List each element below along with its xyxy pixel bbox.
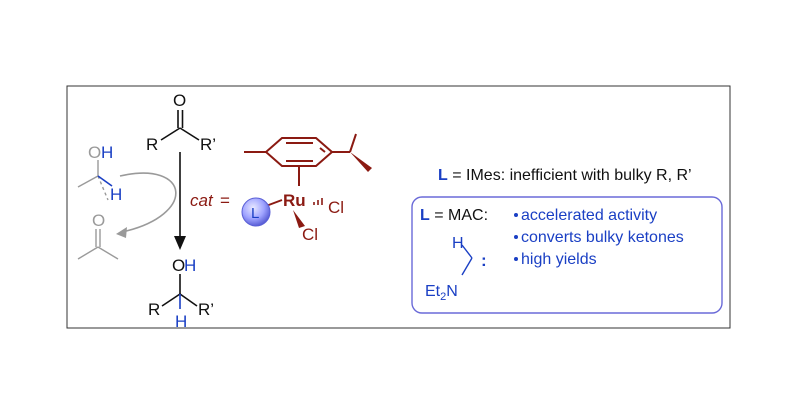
bullet-converts-bulky-ketones: converts bulky ketones	[521, 229, 684, 246]
mac-bullets: accelerated activity converts bulky keto…	[514, 207, 684, 268]
imes-statement-text: = IMes: inefficient with bulky R, R’	[448, 167, 692, 184]
ligand-bubble	[241, 197, 271, 227]
substrate-r: R	[146, 135, 158, 154]
reaction-arrow	[174, 152, 186, 250]
product-r: R	[148, 300, 160, 319]
imes-ligand-letter: L	[438, 167, 448, 184]
donor-oh-hydrogen: H	[101, 143, 113, 162]
product-ch-hydrogen: H	[175, 312, 187, 331]
bullet-accelerated-activity: accelerated activity	[521, 207, 657, 224]
product-oh-hydrogen: H	[184, 256, 196, 275]
mac-carbene-structure	[461, 244, 473, 276]
product-oxygen: O	[172, 256, 185, 275]
mac-statement: L = MAC:	[420, 207, 488, 224]
mac-box	[411, 196, 723, 314]
amine-et: Et	[425, 283, 441, 300]
mac-statement-text: = MAC:	[430, 207, 488, 224]
carbene-amine: Et2N	[425, 283, 458, 303]
donor-ch-hydrogen: H	[110, 185, 122, 204]
chlorine-bottom-label: Cl	[302, 225, 318, 244]
substrate-oxygen: O	[173, 91, 186, 110]
chlorine-top-label: Cl	[328, 198, 344, 217]
ligand-bubble-label: L	[251, 205, 259, 222]
scheme-frame	[66, 85, 731, 329]
substrate-ketone	[160, 110, 200, 141]
catalyst-label: cat	[190, 191, 214, 210]
ruthenium-label: Ru	[283, 191, 306, 210]
product-r-prime: R’	[198, 300, 214, 319]
carbene-hydrogen: H	[452, 235, 464, 252]
imes-statement: L = IMes: inefficient with bulky R, R’	[438, 167, 692, 184]
amine-nitrogen: N	[446, 283, 458, 300]
hydrogen-donor-isopropanol	[77, 160, 109, 201]
p-cymene-ring	[244, 133, 357, 167]
bullet-dot	[514, 213, 518, 217]
bullet-dot	[514, 235, 518, 239]
bullet-dot	[514, 257, 518, 261]
donor-oxygen: O	[88, 143, 101, 162]
acetone-oxygen: O	[92, 211, 105, 230]
carbene-lone-pair: :	[481, 251, 487, 270]
product-alcohol	[161, 274, 198, 307]
amine-subscript: 2	[440, 291, 446, 303]
donor-ch-bond	[97, 175, 113, 187]
acetone-byproduct	[77, 229, 119, 260]
bullet-high-yields: high yields	[521, 251, 597, 268]
ru-cl-wedge	[293, 210, 305, 228]
mac-ligand-letter: L	[420, 207, 430, 224]
catalyst-equals: =	[220, 191, 230, 210]
substrate-r-prime: R’	[200, 135, 216, 154]
ru-cl-dashed-bond	[313, 198, 323, 205]
isopropyl-wedge	[350, 152, 372, 172]
hydrogen-transfer-arrow	[116, 172, 177, 238]
